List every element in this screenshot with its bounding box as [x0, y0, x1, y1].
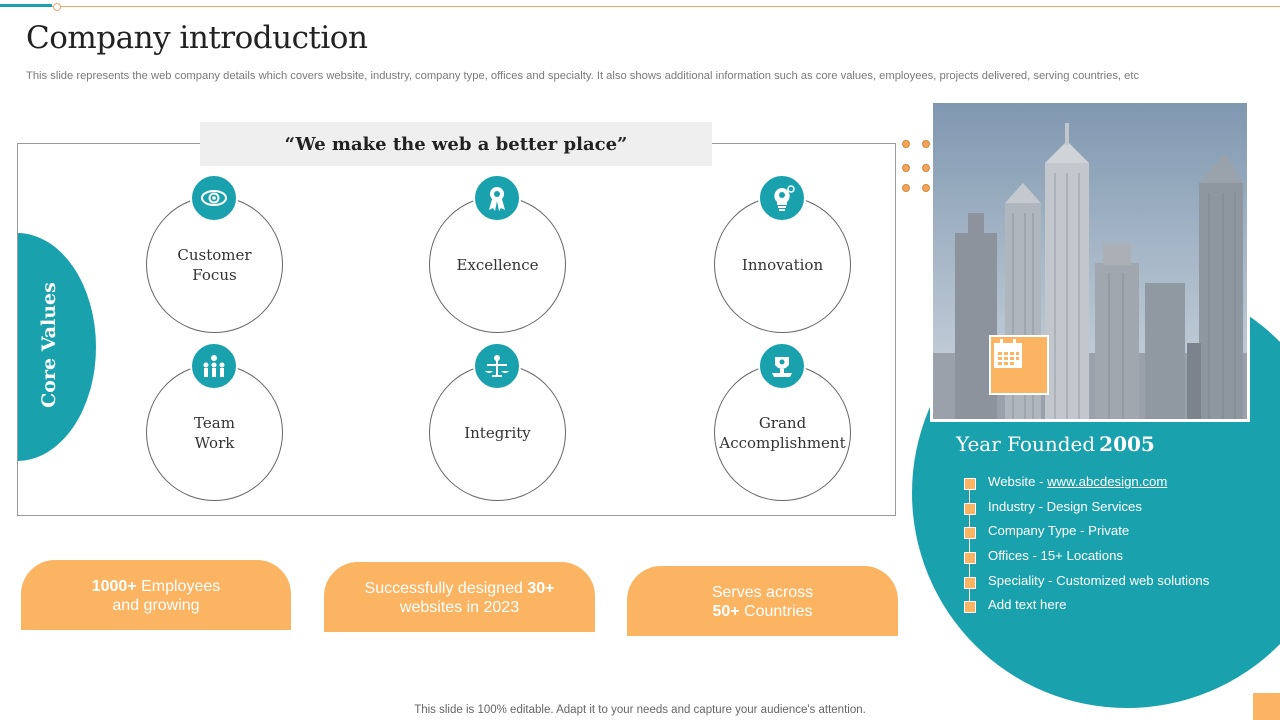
- stat-websites-value: 30+: [527, 580, 555, 597]
- detail-speciality: Speciality - Customized web solutions: [964, 573, 1209, 598]
- stat-countries-value: 50+: [712, 603, 740, 620]
- detail-add-text[interactable]: Add text here: [964, 597, 1209, 622]
- motto-banner: “We make the web a better place”: [200, 122, 712, 166]
- year-founded-value: 2005: [1099, 432, 1155, 456]
- corner-accent: [1253, 693, 1280, 720]
- top-rule-dot: [53, 3, 61, 11]
- top-rule-accent: [0, 4, 52, 7]
- page-title: Company introduction: [26, 20, 368, 56]
- page-subtitle: This slide represents the web company de…: [26, 70, 1140, 82]
- stat-countries-subtext: Countries: [739, 603, 813, 620]
- website-link[interactable]: www.abcdesign.com: [1047, 474, 1168, 489]
- team-icon: [190, 342, 238, 390]
- detail-website-label: Website -: [988, 474, 1048, 489]
- trophy-badge-icon: [758, 342, 806, 390]
- stat-countries: Serves across 50+ Countries: [627, 566, 898, 636]
- stat-employees-subtext: and growing: [112, 597, 200, 614]
- company-details-list: Website - www.abcdesign.com Industry - D…: [964, 474, 1209, 622]
- stat-employees-text: Employees: [136, 578, 221, 595]
- year-founded-label: Year Founded: [956, 432, 1096, 456]
- balance-scale-icon: [473, 342, 521, 390]
- footer-note: This slide is 100% editable. Adapt it to…: [414, 704, 866, 716]
- detail-industry: Industry - Design Services: [964, 499, 1209, 524]
- detail-offices: Offices - 15+ Locations: [964, 548, 1209, 573]
- detail-company-type: Company Type - Private: [964, 523, 1209, 548]
- stat-employees: 1000+ Employees and growing: [21, 560, 291, 630]
- city-photo: [930, 100, 1250, 422]
- info-connector-line: [969, 484, 970, 608]
- calendar-icon: [989, 335, 1049, 395]
- award-ribbon-icon: [473, 174, 521, 222]
- core-values-label: Core Values: [38, 282, 60, 408]
- top-rule: [0, 6, 1280, 7]
- lightbulb-gear-icon: [758, 174, 806, 222]
- stat-countries-text: Serves across: [711, 584, 814, 601]
- stat-websites-subtext: websites in 2023: [399, 599, 520, 616]
- stat-websites: Successfully designed 30+ websites in 202…: [324, 562, 595, 632]
- detail-website: Website - www.abcdesign.com: [964, 474, 1209, 499]
- stat-websites-text: Successfully designed: [364, 580, 528, 597]
- stat-employees-value: 1000+: [91, 578, 137, 595]
- eye-icon: [190, 174, 238, 222]
